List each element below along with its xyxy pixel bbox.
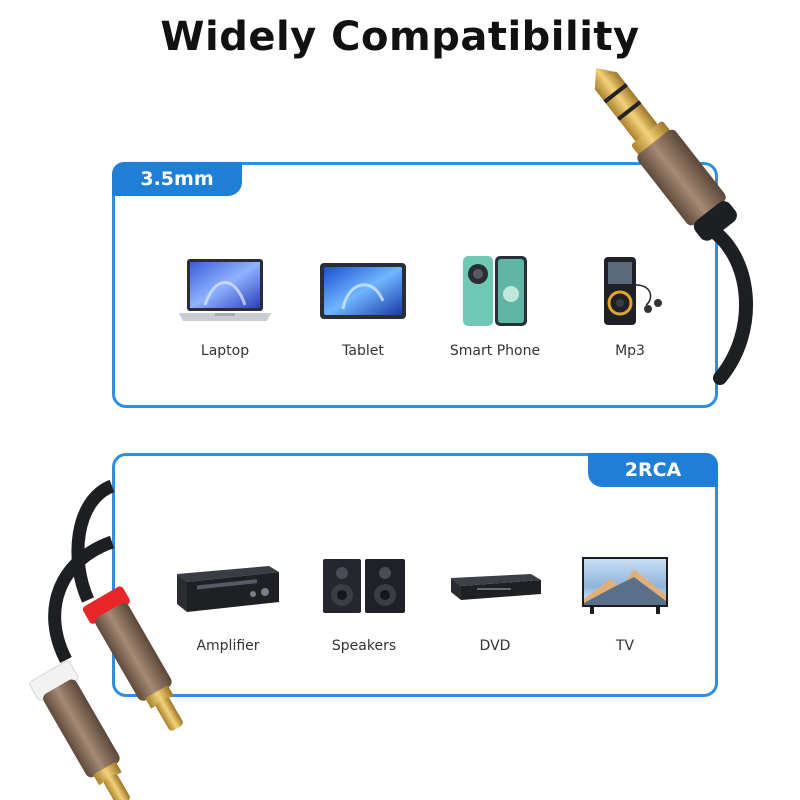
device-label: Tablet [342,343,384,359]
tv-icon [565,544,685,628]
panel-2rca: 2RCA Amplifier [112,453,718,697]
amplifier-icon [168,544,288,628]
device-label: Speakers [331,638,397,654]
device-smart-phone: Smart Phone [435,249,555,359]
tab-3-5mm: 3.5mm [112,162,242,196]
panel-3-5mm: 3.5mm Laptop Tablet [112,162,718,408]
device-label: Laptop [200,343,250,359]
device-laptop: Laptop [165,249,285,359]
device-speakers: Speakers [304,544,424,654]
smartphone-icon [435,249,555,333]
device-mp3: Mp3 [570,249,690,359]
device-label: TV [615,638,635,654]
device-tv: TV [565,544,685,654]
device-tablet: Tablet [303,249,423,359]
dvd-player-icon [435,544,555,628]
device-label: Amplifier [196,638,260,654]
device-dvd: DVD [435,544,555,654]
device-label: DVD [479,638,511,654]
tablet-icon [303,249,423,333]
page-title: Widely Compatibility [160,14,640,60]
device-label: Mp3 [615,343,645,359]
tab-2rca: 2RCA [588,453,718,487]
device-label: Smart Phone [449,343,541,359]
mp3-player-icon [570,249,690,333]
device-amplifier: Amplifier [168,544,288,654]
speakers-icon [304,544,424,628]
laptop-icon [165,249,285,333]
